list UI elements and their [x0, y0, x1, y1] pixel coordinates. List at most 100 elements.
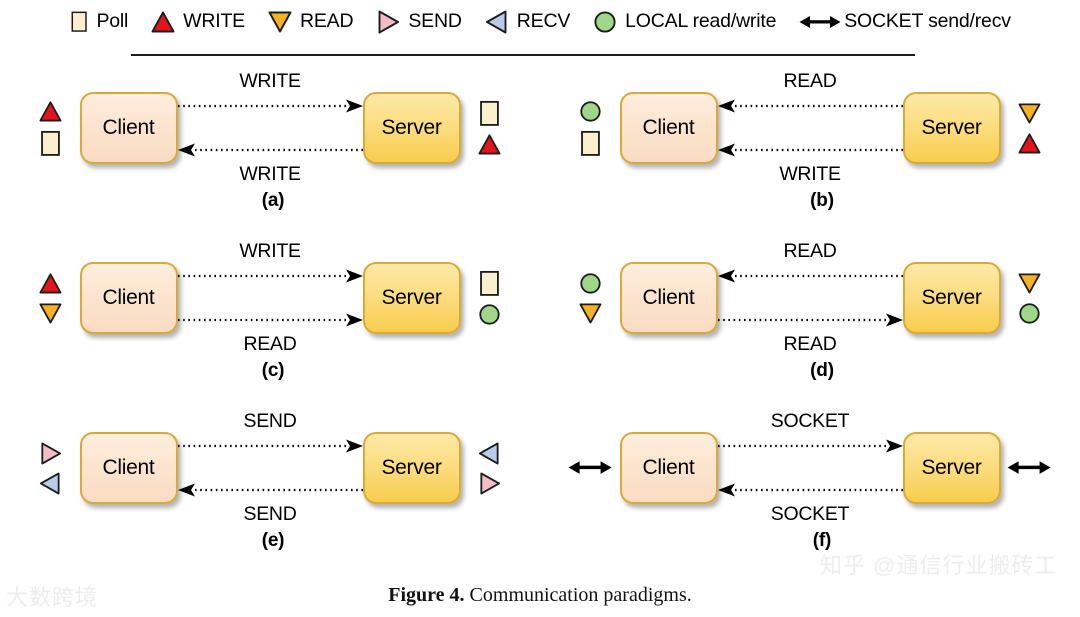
dotted-arrow-right [177, 439, 363, 453]
server-label: Server [921, 456, 982, 479]
panel-e-client-node: Client [79, 432, 178, 504]
write-up-triangle-icon [151, 11, 175, 33]
panel-b-caption: (b) [810, 190, 834, 211]
panel-b-body: Client READ WRITE Server [540, 64, 1080, 192]
dotted-arrow-left [177, 483, 363, 497]
local-circle-icon [1019, 302, 1040, 324]
dotted-arrow-right [177, 99, 363, 113]
legend-label: SEND [408, 10, 462, 33]
panel-a-caption: (a) [261, 190, 285, 211]
local-circle-icon [580, 272, 601, 294]
panel-f-client-node: Client [619, 432, 718, 504]
local-circle-icon [479, 304, 500, 326]
server-label: Server [381, 456, 442, 479]
panel-f-top-label: SOCKET [770, 410, 850, 432]
panel-c-bottom-arrow [177, 312, 363, 328]
server-label: Server [921, 286, 982, 309]
write-up-triangle-icon [478, 134, 501, 155]
figure-caption: Figure 4. Communication paradigms. [0, 584, 1080, 607]
legend-item-socket-send-recv: SOCKET send/recv [798, 11, 1011, 33]
client-label: Client [642, 116, 695, 139]
panel-d-server-node: Server [902, 262, 1001, 334]
legend-item-local-read-write: LOCAL read/write [592, 9, 776, 35]
panel-e-bottom-arrow [177, 482, 363, 498]
read-down-triangle-icon [579, 302, 602, 324]
panel-e-bottom-label: SEND [243, 502, 297, 525]
panel-f-client-state-icons [568, 456, 614, 479]
panel-c-client-node: Client [79, 262, 178, 334]
client-label: Client [642, 456, 695, 479]
panel-b-top-label: READ [783, 70, 837, 92]
panel-f-server-node: Server [902, 432, 1001, 504]
panel-f-server-state-icons [1007, 456, 1053, 479]
panel-d-server-state-icons [1007, 271, 1053, 326]
send-right-triangle-icon [41, 442, 62, 465]
panel-b-bottom-label: WRITE [779, 162, 841, 185]
dotted-arrow-right [177, 269, 363, 283]
figure-caption-text: Communication paradigms. [464, 584, 692, 606]
panel-b-bottom-arrow [717, 142, 903, 158]
panel-c-bottom-label: READ [243, 332, 297, 355]
panel-f-caption: (f) [812, 530, 832, 551]
panel-a-server-node: Server [362, 92, 461, 164]
socket-double-arrow-icon [799, 16, 841, 28]
panel-b-link: READ WRITE [717, 68, 903, 188]
panel-e-link: SEND SEND [177, 408, 363, 528]
panel-d-top-label: READ [783, 240, 837, 262]
panel-f-bottom-label: SOCKET [770, 502, 850, 525]
legend-label: WRITE [183, 10, 245, 33]
client-label: Client [642, 286, 695, 309]
poll-square-icon [71, 11, 87, 33]
server-label: Server [921, 116, 982, 139]
panel-a-top-arrow [177, 98, 363, 114]
dotted-arrow-left [717, 269, 903, 283]
write-up-triangle-icon [1018, 132, 1041, 154]
panel-a-client-state-icons [28, 99, 74, 158]
send-right-triangle-icon [378, 10, 400, 34]
write-up-triangle-icon [39, 101, 62, 122]
panel-c-top-label: WRITE [239, 240, 301, 262]
panel-a-server-state-icons [467, 99, 513, 158]
panel-a-top-label: WRITE [239, 70, 301, 92]
dotted-arrow-right [717, 313, 903, 327]
panel-b-server-state-icons [1007, 101, 1053, 156]
panel-b: Client READ WRITE Server (b) [540, 64, 1080, 234]
panel-e-top-label: SEND [243, 410, 297, 432]
local-circle-icon [580, 100, 601, 122]
panel-c-link: WRITE READ [177, 238, 363, 358]
poll-square-icon [41, 130, 60, 156]
panel-e-client-state-icons [28, 441, 74, 496]
figure-caption-prefix: Figure 4. [388, 584, 465, 606]
panel-d-top-arrow [717, 268, 903, 284]
panel-b-client-state-icons [568, 99, 614, 158]
poll-square-icon [480, 100, 499, 126]
read-down-triangle-icon [1018, 102, 1041, 124]
panel-a-bottom-arrow [177, 142, 363, 158]
panel-a-client-node: Client [79, 92, 178, 164]
legend-item-recv: RECV [484, 9, 570, 35]
panel-d-caption: (d) [810, 360, 834, 381]
legend-item-poll: Poll [69, 10, 128, 33]
dotted-arrow-left [717, 99, 903, 113]
dotted-arrow-right [177, 313, 363, 327]
read-down-triangle-icon [39, 302, 62, 324]
socket-double-arrow-icon [1007, 461, 1052, 475]
poll-square-icon [581, 130, 600, 156]
local-circle-icon [594, 11, 616, 33]
read-down-triangle-icon [268, 11, 292, 33]
panel-d-bottom-label: READ [783, 332, 837, 355]
read-down-triangle-icon [1018, 272, 1041, 294]
panel-b-top-arrow [717, 98, 903, 114]
recv-left-triangle-icon [39, 471, 60, 494]
legend-label: RECV [516, 10, 571, 33]
